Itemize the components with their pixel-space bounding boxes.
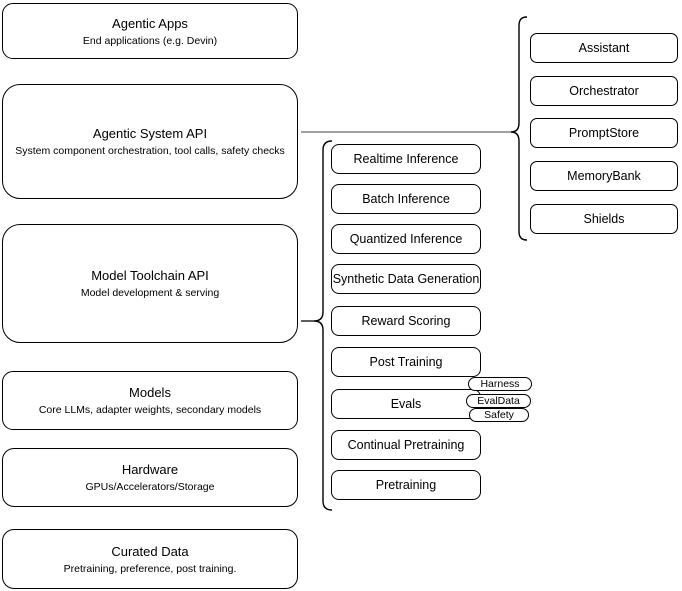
eval-tag-harness: Harness <box>468 377 532 391</box>
node-label: Orchestrator <box>569 84 639 98</box>
node-subtitle: End applications (e.g. Devin) <box>82 34 218 47</box>
eval-tag-evaldata: EvalData <box>466 394 531 408</box>
node-label: Assistant <box>578 41 630 55</box>
toolchain-item-reward-scoring: Reward Scoring <box>331 306 481 336</box>
toolchain-item-pretraining: Pretraining <box>331 470 481 500</box>
node-label: Pretraining <box>375 478 437 492</box>
toolchain-item-realtime-inference: Realtime Inference <box>331 144 481 174</box>
node-label: MemoryBank <box>567 169 641 183</box>
node-subtitle: Pretraining, preference, post training. <box>63 562 237 575</box>
node-models: Models Core LLMs, adapter weights, secon… <box>2 371 298 430</box>
node-hardware: Hardware GPUs/Accelerators/Storage <box>2 448 298 507</box>
toolchain-item-batch-inference: Batch Inference <box>331 184 481 214</box>
node-title: Models <box>129 385 171 400</box>
node-curated-data: Curated Data Pretraining, preference, po… <box>2 529 298 589</box>
component-assistant: Assistant <box>530 33 678 63</box>
toolchain-item-quantized-inference: Quantized Inference <box>331 224 481 254</box>
eval-tag-safety: Safety <box>469 408 529 422</box>
tag-label: Harness <box>480 377 520 390</box>
node-subtitle: Core LLMs, adapter weights, secondary mo… <box>38 404 262 416</box>
node-title: Hardware <box>121 462 179 477</box>
component-shields: Shields <box>530 204 678 234</box>
node-model-toolchain-api: Model Toolchain API Model development & … <box>2 224 298 343</box>
node-label: Realtime Inference <box>353 152 459 166</box>
node-label: Synthetic Data Generation <box>332 272 480 286</box>
brace-system-components <box>510 16 528 241</box>
node-label: Batch Inference <box>362 192 450 206</box>
toolchain-item-evals: Evals <box>331 389 481 419</box>
node-label: Quantized Inference <box>349 232 463 246</box>
toolchain-item-continual-pretraining: Continual Pretraining <box>331 430 481 460</box>
node-title: Curated Data <box>111 543 189 559</box>
node-subtitle: GPUs/Accelerators/Storage <box>85 481 215 493</box>
node-label: Shields <box>583 212 625 226</box>
node-agentic-system-api: Agentic System API System component orch… <box>2 84 298 199</box>
node-label: Evals <box>390 397 422 411</box>
component-promptstore: PromptStore <box>530 118 678 148</box>
node-label: Reward Scoring <box>361 314 451 328</box>
node-subtitle: Model development & serving <box>80 287 220 299</box>
toolchain-item-post-training: Post Training <box>331 347 481 377</box>
node-label: Post Training <box>369 355 443 369</box>
node-title: Agentic System API <box>92 126 208 141</box>
node-title: Agentic Apps <box>112 15 188 31</box>
component-orchestrator: Orchestrator <box>530 76 678 106</box>
toolchain-item-synthetic-data-generation: Synthetic Data Generation <box>331 264 481 294</box>
tag-label: Safety <box>484 408 514 421</box>
tag-label: EvalData <box>477 394 520 407</box>
node-label: Continual Pretraining <box>347 438 465 452</box>
node-label: PromptStore <box>568 126 640 140</box>
node-title: Model Toolchain API <box>91 268 209 283</box>
brace-toolchain <box>313 140 333 511</box>
node-subtitle: System component orchestration, tool cal… <box>15 145 285 157</box>
component-memorybank: MemoryBank <box>530 161 678 191</box>
node-agentic-apps: Agentic Apps End applications (e.g. Devi… <box>2 3 298 59</box>
